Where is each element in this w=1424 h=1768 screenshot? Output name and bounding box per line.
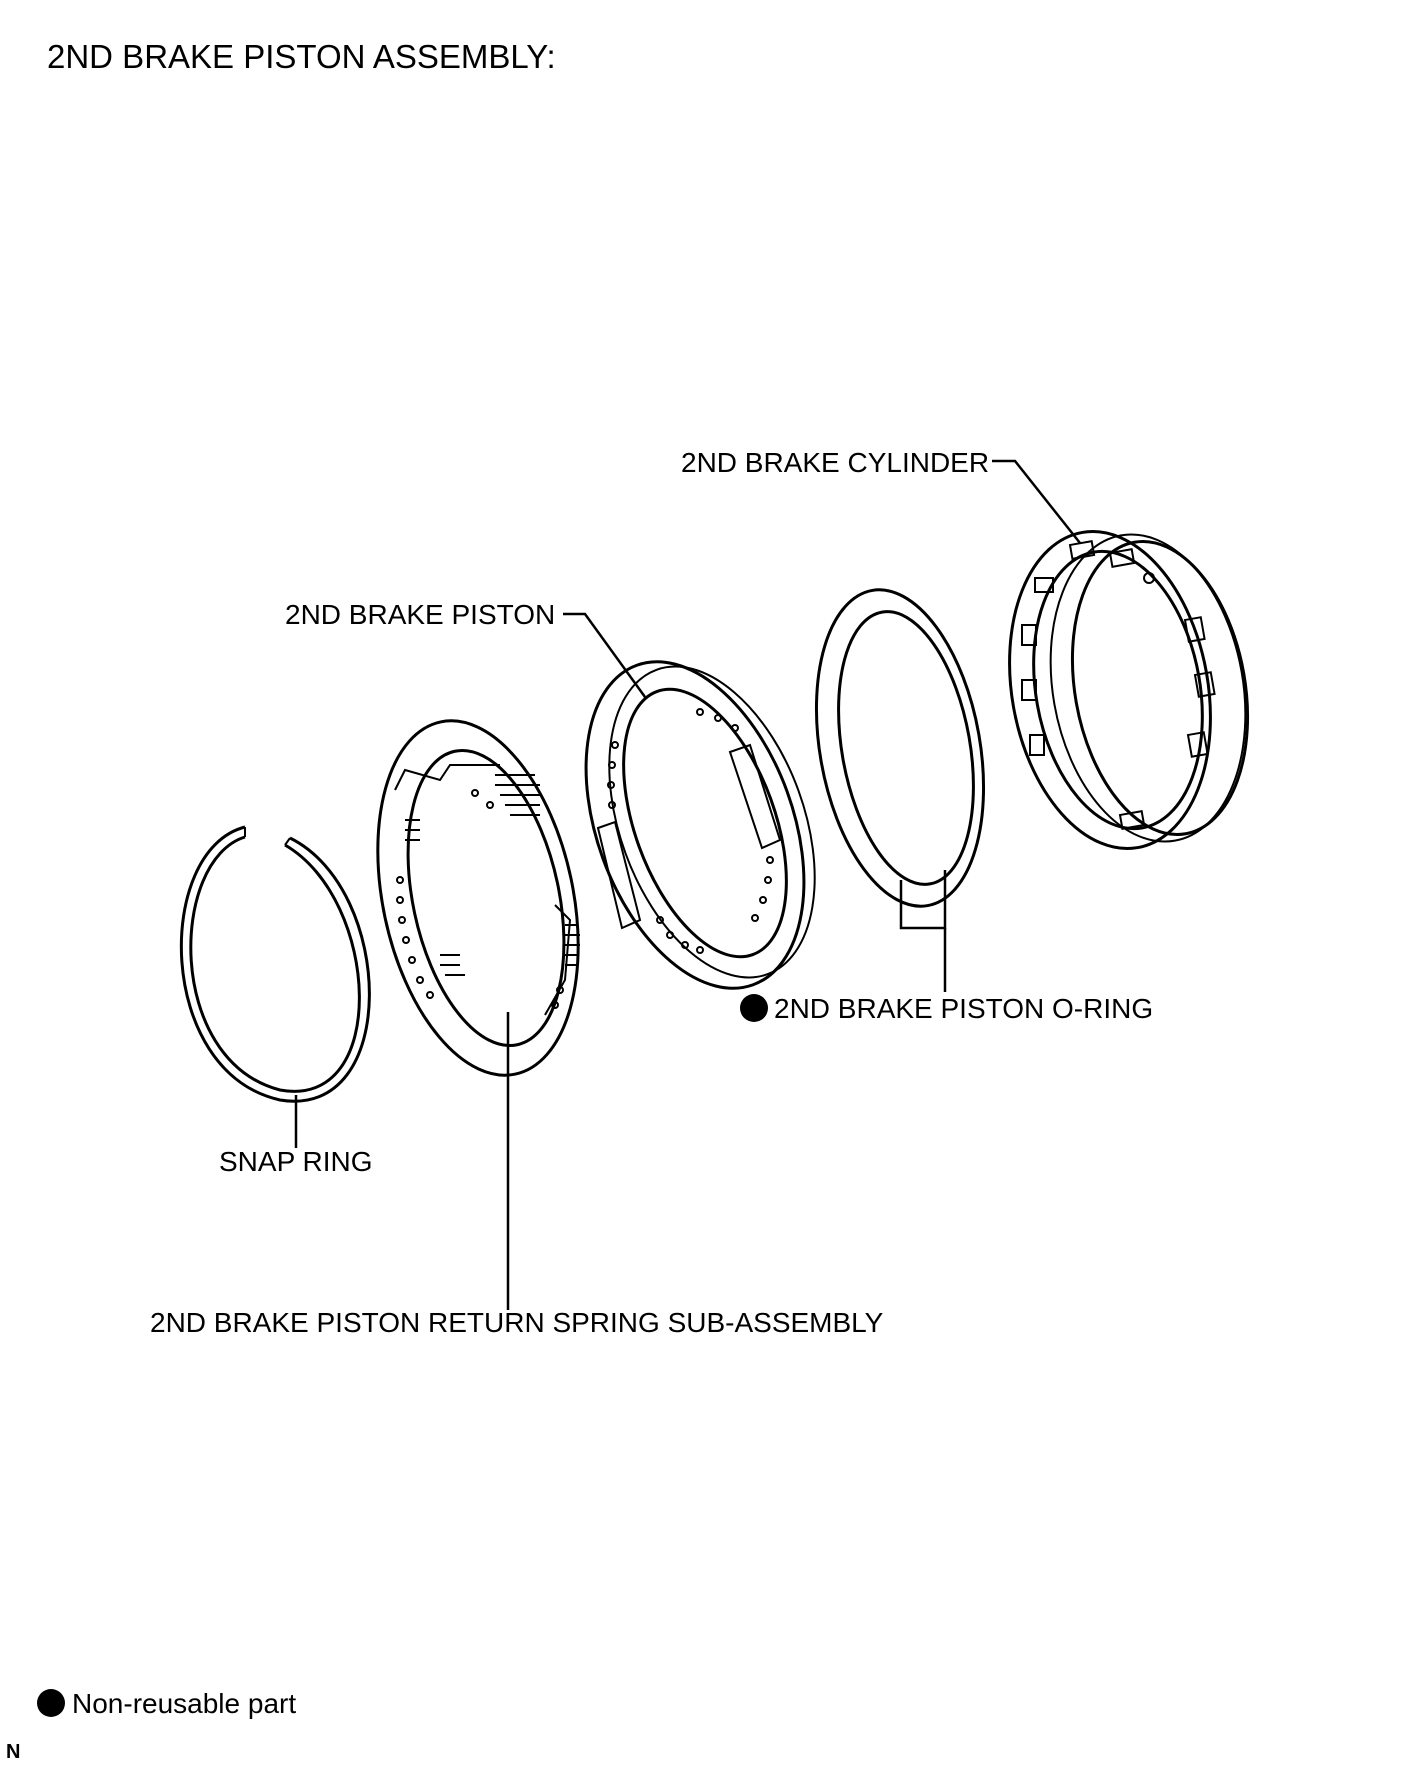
non-reusable-bullet-icon [740,994,768,1022]
leader-piston [563,612,647,698]
label-2nd-brake-piston: 2ND BRAKE PISTON [285,599,555,630]
oring-drawing [814,588,986,908]
cylinder-drawing [1008,530,1250,850]
leader-oring [899,870,947,930]
page-title: 2ND BRAKE PISTON ASSEMBLY: [47,38,556,75]
return-spring-drawing [376,719,580,1077]
piston-drawing [584,660,816,990]
label-2nd-brake-cylinder: 2ND BRAKE CYLINDER [681,447,989,478]
label-return-spring-sub-assembly: 2ND BRAKE PISTON RETURN SPRING SUB-ASSEM… [150,1307,884,1338]
snap-ring-drawing [179,825,371,1103]
label-2nd-brake-piston-oring: 2ND BRAKE PISTON O-RING [774,993,1153,1024]
legend-text: Non-reusable part [72,1688,296,1719]
legend-bullet-icon [37,1689,65,1717]
leader-cylinder [992,459,1081,544]
corner-mark: N [6,1741,20,1763]
label-snap-ring: SNAP RING [219,1146,373,1177]
